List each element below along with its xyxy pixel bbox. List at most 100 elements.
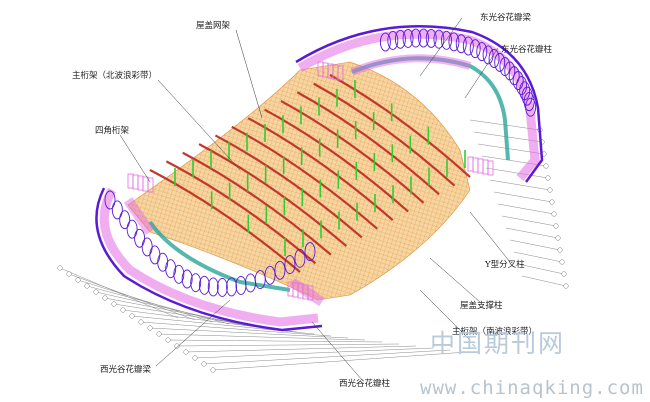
annotation-leaders bbox=[119, 17, 511, 381]
petal-rib bbox=[226, 277, 238, 297]
petal-rib bbox=[387, 30, 399, 50]
axis-bubble bbox=[111, 301, 117, 307]
axis-bubble bbox=[93, 289, 99, 295]
axis-bubble bbox=[549, 199, 555, 205]
petal-rib bbox=[433, 29, 445, 49]
main-truss bbox=[214, 134, 363, 239]
west-petal-structure bbox=[95, 187, 325, 332]
petal-rib bbox=[165, 259, 177, 279]
axis-leader-left bbox=[203, 349, 451, 365]
main-truss bbox=[296, 91, 440, 196]
roof-grid-surface bbox=[127, 61, 471, 301]
petal-rib bbox=[294, 248, 306, 268]
petal-rib bbox=[418, 28, 429, 48]
main-truss-group bbox=[149, 74, 471, 273]
label-west-ring-beam: 西光谷花瓣梁 bbox=[100, 364, 152, 375]
petal-rib bbox=[216, 278, 228, 297]
east-petal-structure bbox=[295, 25, 544, 183]
main-truss bbox=[165, 160, 317, 265]
main-truss bbox=[182, 151, 332, 256]
petal-rib bbox=[521, 86, 533, 106]
petal-rib bbox=[482, 45, 494, 65]
petal-rib bbox=[402, 29, 414, 48]
axis-bubble bbox=[84, 283, 90, 289]
axis-bubble bbox=[57, 265, 63, 271]
axis-leader-left bbox=[194, 347, 434, 359]
petal-rib bbox=[462, 36, 474, 56]
petal-rib bbox=[379, 32, 391, 52]
axis-leader-left bbox=[77, 279, 213, 323]
petal-ribs bbox=[104, 28, 537, 301]
axis-leader-left bbox=[158, 333, 366, 341]
petal-rib bbox=[190, 273, 202, 293]
axis-leader-right bbox=[517, 263, 565, 275]
label-corner-truss: 四角桁架 bbox=[95, 125, 130, 136]
petal-rib bbox=[141, 237, 153, 257]
label-main-truss-north: 主桁架（北波浪彩带） bbox=[72, 70, 157, 81]
axis-bubble bbox=[201, 361, 207, 367]
axis-bubble bbox=[557, 247, 563, 253]
petal-rib bbox=[425, 28, 437, 48]
main-truss bbox=[329, 74, 471, 178]
main-truss bbox=[149, 169, 301, 273]
petal-rib bbox=[235, 275, 247, 295]
petal-rib bbox=[126, 219, 138, 239]
axis-leader-left bbox=[167, 339, 383, 343]
corner-truss-panel bbox=[482, 159, 489, 175]
corner-truss-panel bbox=[132, 174, 139, 190]
axis-bubble bbox=[147, 325, 153, 331]
axis-bubble bbox=[543, 163, 549, 169]
petal-rib bbox=[504, 61, 516, 81]
axis-leader-left bbox=[95, 291, 247, 327]
main-truss bbox=[231, 125, 378, 230]
axis-bubble bbox=[545, 175, 551, 181]
label-east-column: 东光谷花瓣柱 bbox=[501, 44, 553, 55]
petal-rib bbox=[441, 30, 452, 50]
axis-bubble bbox=[561, 271, 567, 277]
main-truss bbox=[313, 82, 456, 187]
axis-leader-right bbox=[501, 215, 557, 227]
petal-rib bbox=[448, 32, 460, 52]
petal-rib bbox=[410, 28, 422, 48]
petal-rib bbox=[304, 242, 316, 262]
petal-rib bbox=[173, 264, 185, 284]
petal-rib bbox=[111, 200, 123, 220]
petal-rib bbox=[476, 42, 488, 62]
petal-rib bbox=[104, 190, 116, 210]
petal-rib bbox=[494, 52, 506, 72]
axis-bubble bbox=[553, 223, 559, 229]
corner-truss-panel bbox=[147, 177, 154, 193]
petal-rib bbox=[198, 275, 210, 295]
axis-leader-left bbox=[149, 327, 349, 339]
axis-bubble bbox=[120, 307, 126, 313]
petal-rib bbox=[264, 265, 276, 285]
axis-leader-right bbox=[521, 275, 567, 287]
corner-truss-panel bbox=[467, 156, 474, 172]
label-roof-grid: 屋盖网架 bbox=[196, 20, 231, 31]
axis-leader-right bbox=[497, 203, 555, 215]
corner-truss-panel bbox=[487, 160, 494, 176]
petal-rib bbox=[284, 255, 296, 275]
axis-bubble bbox=[547, 187, 553, 193]
petal-rib bbox=[519, 81, 531, 101]
petal-rib bbox=[181, 269, 193, 289]
label-west-column: 西光谷花瓣柱 bbox=[339, 378, 391, 389]
petal-rib bbox=[149, 245, 161, 265]
petal-rib bbox=[394, 29, 406, 49]
axis-bubble bbox=[210, 367, 216, 373]
main-truss bbox=[280, 99, 425, 204]
petal-rib bbox=[119, 210, 131, 230]
axis-leader-right bbox=[509, 239, 561, 251]
axis-bubble bbox=[138, 319, 144, 325]
axis-leader-right bbox=[505, 227, 559, 239]
main-truss bbox=[198, 143, 348, 247]
axis-bubble bbox=[192, 355, 198, 361]
axis-leader-right bbox=[513, 251, 563, 263]
label-east-ring-beam: 东光谷花瓣梁 bbox=[480, 12, 532, 23]
main-truss bbox=[264, 108, 409, 213]
axis-leader-right bbox=[493, 191, 553, 203]
petal-rib bbox=[134, 228, 146, 248]
corner-truss-panel bbox=[307, 285, 314, 301]
axis-grid-lines bbox=[57, 119, 569, 373]
